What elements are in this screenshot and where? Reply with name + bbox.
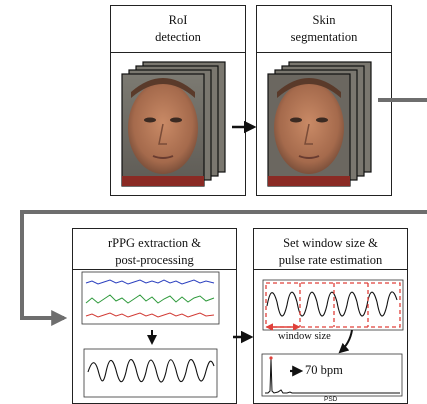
- psd-panel: [261, 353, 403, 397]
- red-channel-trace: [85, 312, 215, 318]
- stage-pulse-title: Set window size & pulse rate estimation: [254, 229, 407, 269]
- stage-roi-title-line1: RoI: [168, 13, 188, 27]
- window-waveform-panel: [262, 279, 404, 331]
- stage-rppg-title-line1: rPPG extraction &: [107, 236, 202, 250]
- psd-axis-label: PSD: [324, 396, 338, 403]
- stage-roi-title: RoI detection: [111, 6, 245, 46]
- window-waveform: [266, 291, 398, 317]
- stage-pulse-title-line1: Set window size &: [283, 236, 378, 250]
- arrow-window-to-psd: [338, 329, 353, 354]
- psd-spectrum: [265, 358, 400, 394]
- psd-peak-marker: [269, 356, 273, 360]
- green-channel-trace: [85, 294, 215, 304]
- roi-face-frames-image: [121, 61, 226, 187]
- stage-skin-segmentation: Skin segmentation: [256, 5, 392, 196]
- stage-skin-title-line1: Skin: [312, 13, 336, 27]
- skin-face-frames-image: [267, 61, 372, 187]
- stage-rppg-divider: [73, 269, 236, 270]
- stage-rppg-title-line2: post-processing: [115, 253, 194, 267]
- flow-connector-skin-to-rppg: [20, 98, 427, 318]
- stage-roi-detection: RoI detection: [110, 5, 246, 196]
- bpm-label: 70 bpm: [305, 363, 343, 377]
- stage-skin-title-line2: segmentation: [290, 30, 358, 44]
- stage-rppg-title: rPPG extraction & post-processing: [73, 229, 236, 269]
- window-size-label: window size: [278, 331, 331, 342]
- blue-channel-trace: [85, 279, 215, 285]
- stage-pulse-title-line2: pulse rate estimation: [278, 253, 383, 267]
- stage-roi-divider: [111, 52, 245, 53]
- analysis-windows: [265, 282, 401, 328]
- rppg-waveform: [87, 359, 215, 383]
- stage-roi-title-line2: detection: [155, 30, 201, 44]
- stage-skin-divider: [257, 52, 391, 53]
- stage-pulse-divider: [254, 269, 407, 270]
- stage-skin-title: Skin segmentation: [257, 6, 391, 46]
